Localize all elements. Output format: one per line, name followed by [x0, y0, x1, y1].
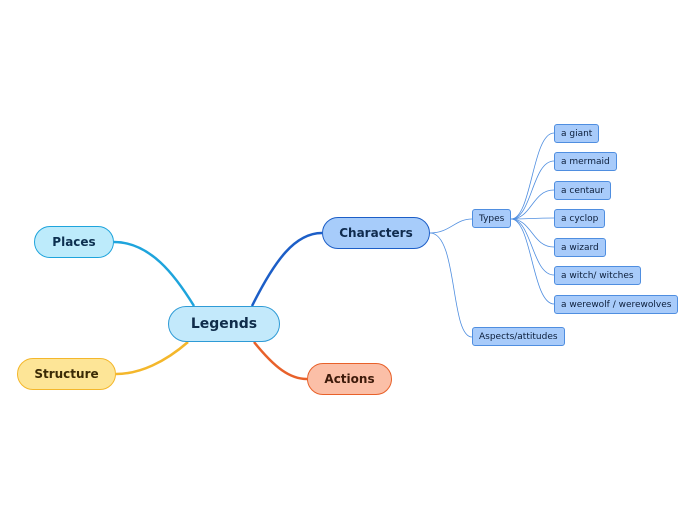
- subtopic-types[interactable]: Types: [472, 209, 512, 228]
- type-item-centaur[interactable]: a centaur: [554, 181, 612, 200]
- link-types-item-3: [510, 217, 555, 220]
- link-central-structure: [115, 341, 189, 376]
- link-types-item-2: [510, 189, 555, 220]
- type-item-werewolf-werewolves[interactable]: a werewolf / werewolves: [554, 295, 679, 314]
- link-types-item-4: [510, 218, 555, 248]
- central-topic-legends[interactable]: Legends: [168, 306, 280, 342]
- link-central-characters: [250, 231, 323, 307]
- type-item-links: [510, 132, 555, 305]
- branch-places[interactable]: Places: [34, 226, 114, 258]
- link-types-item-5: [510, 218, 555, 276]
- link-types-item-6: [510, 218, 555, 305]
- branch-structure[interactable]: Structure: [17, 358, 116, 390]
- link-types-item-1: [510, 160, 555, 220]
- branch-characters[interactable]: Characters: [322, 217, 430, 249]
- link-types-item-0: [510, 132, 555, 220]
- subtopic-aspects-attitudes[interactable]: Aspects/attitudes: [472, 327, 565, 346]
- link-characters-types: [429, 218, 473, 234]
- type-item-giant[interactable]: a giant: [554, 124, 600, 143]
- branch-actions[interactable]: Actions: [307, 363, 392, 395]
- link-characters-aspects: [429, 232, 473, 338]
- link-central-actions: [253, 341, 308, 381]
- type-item-mermaid[interactable]: a mermaid: [554, 152, 617, 171]
- type-item-cyclop[interactable]: a cyclop: [554, 209, 606, 228]
- type-item-witch-witches[interactable]: a witch/ witches: [554, 266, 641, 285]
- link-central-places: [113, 240, 196, 307]
- type-item-wizard[interactable]: a wizard: [554, 238, 606, 257]
